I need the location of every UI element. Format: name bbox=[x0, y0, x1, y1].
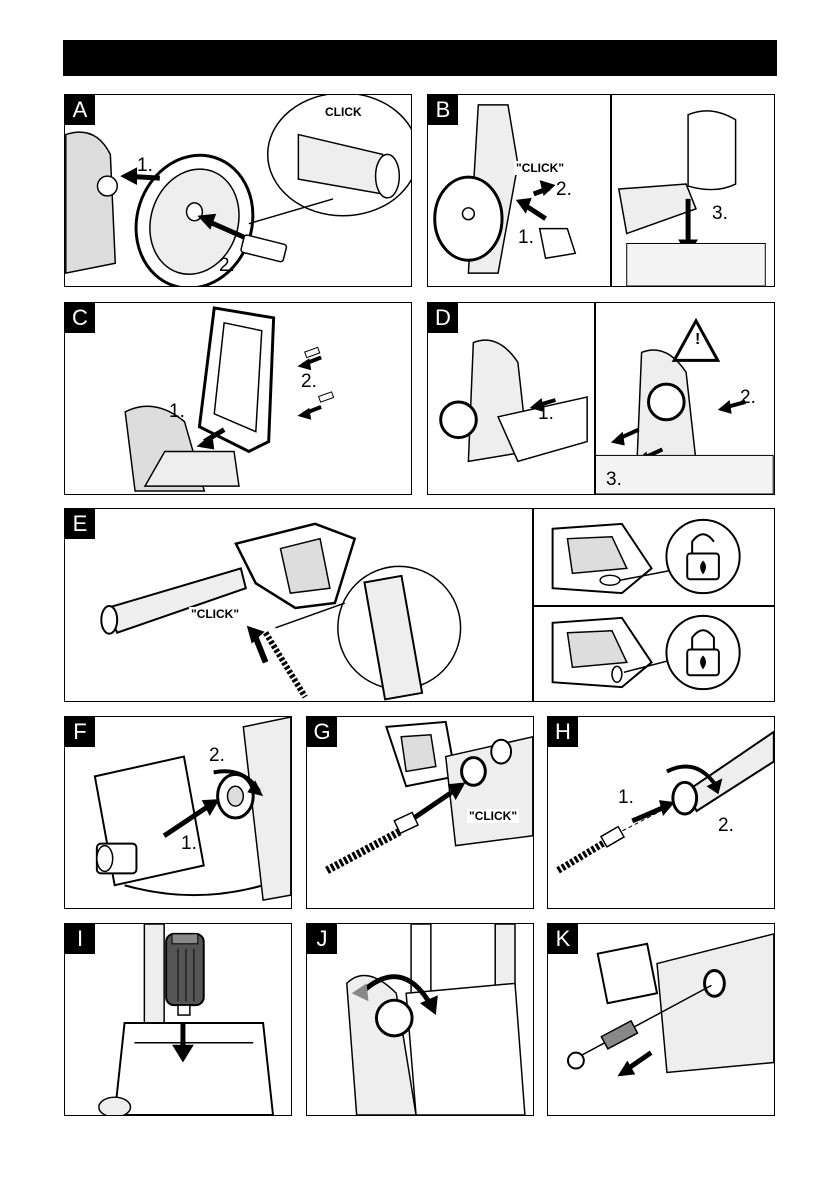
panel-h-letter: H bbox=[548, 717, 578, 747]
panel-e-letter: E bbox=[65, 509, 95, 539]
panel-c: C 2. 1. bbox=[64, 302, 412, 495]
step-2-label: 2. bbox=[219, 255, 235, 276]
step-2-label: 2. bbox=[740, 387, 756, 408]
spray-gun-illustration bbox=[100, 518, 741, 701]
warning-symbol: ! bbox=[695, 331, 701, 348]
handle-mount-illustration bbox=[433, 104, 766, 286]
click-callout: "CLICK" bbox=[467, 809, 520, 823]
panel-a-letter: A bbox=[65, 95, 95, 125]
step-2-label: 2. bbox=[209, 745, 225, 766]
panel-j-letter: J bbox=[307, 924, 337, 954]
panel-d: D ! 1. 2. 3. bbox=[427, 302, 775, 495]
step-1-label: 1. bbox=[538, 403, 554, 424]
rotary-switch-icon bbox=[374, 998, 414, 1038]
panel-d-divider bbox=[594, 303, 596, 494]
step-1-label: 1. bbox=[618, 787, 634, 808]
panel-i-letter: I bbox=[65, 924, 95, 954]
panel-d-letter: D bbox=[428, 303, 458, 333]
step-2-label: 2. bbox=[301, 371, 317, 392]
panel-b: B "CLICK" 2. 1. 3. bbox=[427, 94, 775, 287]
hose-reel-illustration bbox=[439, 317, 774, 494]
frame-mount-illustration bbox=[124, 306, 335, 492]
panel-e-divider-h bbox=[532, 605, 774, 607]
wheel-mount-illustration bbox=[65, 95, 411, 286]
panel-f-letter: F bbox=[65, 717, 95, 747]
panel-b-divider bbox=[610, 95, 612, 286]
panel-a: A 1. 2. CLICK bbox=[64, 94, 412, 287]
panel-g-letter: G bbox=[307, 717, 337, 747]
panel-j: J bbox=[306, 923, 534, 1116]
click-callout: CLICK bbox=[323, 105, 364, 119]
step-2-label: 2. bbox=[556, 179, 572, 200]
detergent-bottle-illustration bbox=[98, 924, 275, 1115]
warning-triangle-icon bbox=[671, 317, 721, 362]
panel-i: I bbox=[64, 923, 292, 1116]
click-callout: "CLICK" bbox=[514, 161, 567, 175]
step-3-label: 3. bbox=[712, 203, 728, 224]
lance-connection-illustration bbox=[556, 730, 774, 874]
panel-e: E "CLICK" bbox=[64, 508, 775, 702]
step-1-label: 1. bbox=[137, 155, 153, 176]
power-switch-illustration bbox=[346, 924, 526, 1115]
step-1-label: 1. bbox=[518, 227, 534, 248]
panel-f: F 2. 1. bbox=[64, 716, 292, 909]
panel-b-letter: B bbox=[428, 95, 458, 125]
step-3-label: 3. bbox=[606, 469, 622, 490]
panel-k: K bbox=[547, 923, 775, 1116]
panel-h: H 1. 2. bbox=[547, 716, 775, 909]
header-bar bbox=[63, 40, 777, 76]
click-callout: "CLICK" bbox=[189, 607, 242, 621]
hose-connector-illustration bbox=[93, 717, 291, 901]
panel-c-letter: C bbox=[65, 303, 95, 333]
step-1-label: 1. bbox=[169, 401, 185, 422]
step-2-label: 2. bbox=[718, 815, 734, 836]
step-1-label: 1. bbox=[181, 833, 197, 854]
panel-g: G "CLICK" bbox=[306, 716, 534, 909]
panel-k-letter: K bbox=[548, 924, 578, 954]
filter-removal-illustration bbox=[566, 933, 774, 1077]
